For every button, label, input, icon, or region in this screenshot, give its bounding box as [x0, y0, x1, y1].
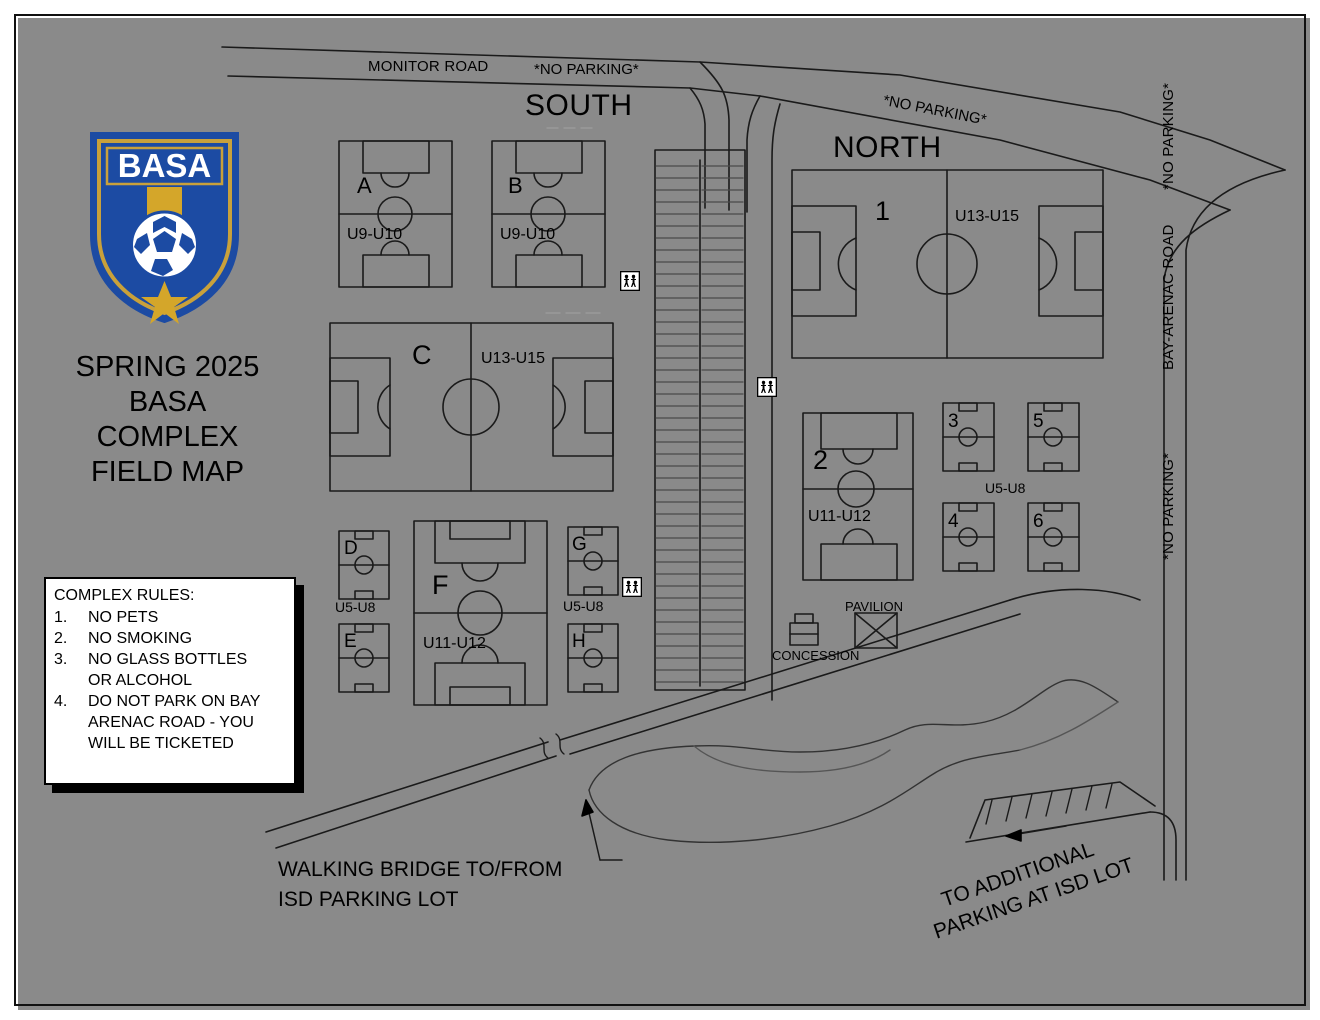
field-label-e: E [344, 631, 357, 652]
field-label-g: G [572, 534, 587, 555]
field-age-g-h: U5-U8 [563, 598, 604, 614]
field-age-c: U13-U15 [481, 350, 546, 367]
field-label-d: D [344, 538, 358, 559]
field-label-4: 4 [948, 511, 959, 532]
rule-text-continued: OR ALCOHOL [88, 672, 193, 689]
field-label-a: A [357, 173, 372, 198]
complex-rules-box: COMPLEX RULES: 1. NO PETS 2. NO SMOKING … [44, 577, 304, 793]
rule-text: NO GLASS BOTTLES [88, 651, 248, 668]
field-age-d-e: U5-U8 [335, 599, 376, 615]
rule-number: 2. [54, 630, 68, 647]
title-line-3: COMPLEX [96, 421, 239, 453]
crosswalk-icon [757, 377, 777, 397]
title-line-4: FIELD MAP [90, 456, 245, 488]
field-label-1: 1 [875, 196, 891, 226]
field-label-3: 3 [948, 411, 959, 432]
label-north-section: NORTH [833, 131, 942, 164]
field-label-f: F [432, 570, 449, 600]
crosswalk-icon [622, 577, 642, 597]
rule-number: 4. [54, 693, 68, 710]
field-label-h: H [572, 631, 586, 652]
field-label-b: B [508, 173, 523, 198]
field-age-a: U9-U10 [347, 226, 403, 243]
title-line-2: BASA [128, 386, 207, 418]
label-no-parking-right-top: *NO PARKING* [1160, 82, 1177, 190]
rule-item-4: 4. DO NOT PARK ON BAY [54, 691, 290, 712]
rule-number: 3. [54, 651, 68, 668]
rule-text: DO NOT PARK ON BAY [88, 693, 261, 710]
rule-item-1: 1. NO PETS [54, 607, 290, 628]
map-title-block: SPRING 2025 BASA COMPLEX FIELD MAP [40, 350, 295, 490]
rule-text-continued: ARENAC ROAD - YOU [88, 714, 254, 731]
label-bay-arenac-road: BAY-ARENAC ROAD [1160, 224, 1177, 370]
basa-logo: BASA [83, 123, 246, 328]
rules-heading: COMPLEX RULES: [54, 587, 195, 604]
rules-box-panel [44, 577, 296, 785]
label-south-section: SOUTH [525, 89, 633, 122]
label-concession: CONCESSION [772, 648, 860, 663]
label-no-parking-right-bottom: *NO PARKING* [1160, 452, 1177, 560]
field-age-1: U13-U15 [955, 208, 1020, 225]
field-age-3456: U5-U8 [985, 480, 1026, 496]
field-label-c: C [412, 340, 432, 370]
field-label-6: 6 [1033, 511, 1044, 532]
annotation-walking-bridge-line-1: WALKING BRIDGE TO/FROM [278, 858, 563, 881]
label-pavilion: PAVILION [845, 599, 904, 614]
field-label-2: 2 [813, 445, 829, 475]
title-line-1: SPRING 2025 [75, 351, 260, 383]
annotation-walking-bridge-line-2: ISD PARKING LOT [278, 888, 459, 911]
rule-item-2: 2. NO SMOKING [54, 628, 290, 649]
rule-item-3: 3. NO GLASS BOTTLES [54, 649, 290, 670]
field-age-f: U11-U12 [423, 635, 486, 652]
crosswalk-icon [620, 271, 640, 291]
logo-text: BASA [118, 147, 212, 184]
field-age-2: U11-U12 [808, 508, 871, 525]
rule-text: NO SMOKING [88, 630, 193, 647]
page-frame [14, 14, 1306, 1006]
rule-number: 1. [54, 609, 68, 626]
label-monitor-road: MONITOR ROAD [368, 58, 489, 75]
label-monitor-no-parking: *NO PARKING* [534, 61, 639, 78]
rule-text: NO PETS [88, 609, 159, 626]
rule-text-continued-2: WILL BE TICKETED [88, 735, 234, 752]
field-age-b: U9-U10 [500, 226, 556, 243]
field-label-5: 5 [1033, 411, 1044, 432]
